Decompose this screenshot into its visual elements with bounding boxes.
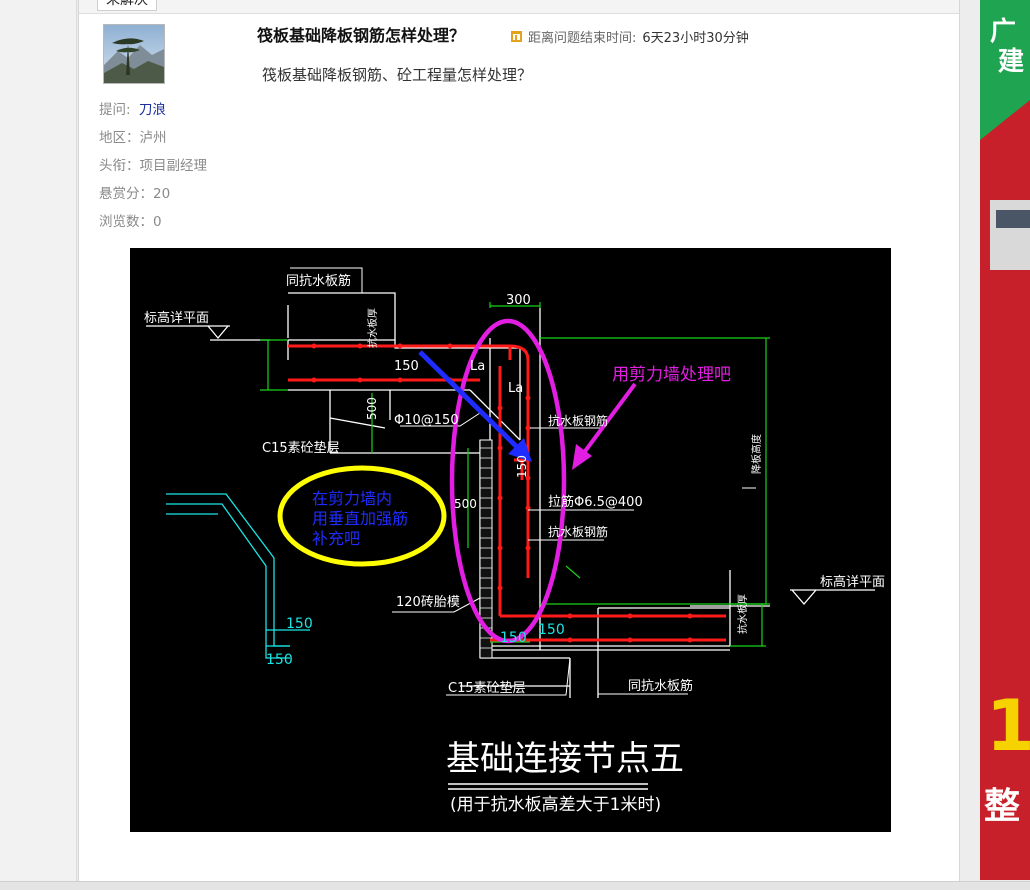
label-c15-bottom: C15素砼垫层: [448, 680, 526, 696]
region: 地区：泸州: [99, 130, 167, 146]
timer-value: 6天23小时30分钟: [642, 31, 749, 46]
user-title: 头衔：项目副经理: [99, 158, 207, 174]
ad-text-4: 整: [984, 786, 1020, 827]
side-advertisement[interactable]: 广 建 1 整: [980, 0, 1030, 880]
dim-150-c: 150: [286, 616, 313, 632]
hourglass-icon: [511, 31, 522, 42]
brick-wall: [479, 439, 493, 659]
ad-text-3: 1: [986, 685, 1030, 767]
asker-info: 提问: 刀浪 地区：泸州 头衔：项目副经理 悬赏分：20 浏览数：0: [99, 100, 207, 240]
blue-arrow-head: [508, 438, 532, 462]
avatar-image: [104, 25, 164, 83]
yellow-ellipse: [277, 465, 447, 567]
drawing-title: 基础连接节点五: [446, 739, 684, 779]
bounty: 悬赏分：20: [99, 186, 171, 202]
label-thick-left: 抗水板厚: [366, 308, 379, 348]
dim-500-b: 500: [454, 497, 477, 511]
rebar-dots: [311, 343, 693, 643]
label-same-plate-top: 同抗水板筋: [286, 273, 351, 289]
cyan-dimension-lines: [166, 493, 310, 659]
top-bar: 未解决: [79, 0, 959, 14]
asker-row: 提问: 刀浪: [99, 100, 207, 128]
label-tie: 拉筋Φ6.5@400: [548, 494, 643, 510]
highlight-ellipse: [449, 318, 567, 644]
asker-label: 提问:: [99, 102, 131, 118]
left-gutter: [0, 0, 77, 889]
label-la-2: La: [508, 381, 523, 396]
ad-graphic: 广 建 1 整: [980, 0, 1030, 880]
cyan-dimension-text: 150 150 150 150: [266, 616, 565, 668]
ad-text-2: 建: [998, 47, 1024, 77]
cad-drawing[interactable]: 同抗水板筋 标高详平面 抗水板厚 300 150 La La 500 Φ10@1…: [130, 248, 891, 832]
label-phi10: Φ10@150: [394, 413, 459, 428]
dim-150-b: 150: [515, 455, 529, 478]
bottom-bar: [0, 881, 1030, 890]
asker-link[interactable]: 刀浪: [138, 102, 166, 118]
dim-150-e: 150: [500, 630, 527, 646]
timer: 距离问题结束时间: 6天23小时30分钟: [511, 27, 749, 46]
annotation-inside-2: 用垂直加强筋: [312, 509, 408, 528]
annotation-inside-3: 补充吧: [312, 529, 360, 548]
label-elev-right: 标高详平面: [820, 574, 885, 590]
annotation-inside: 在剪力墙内 用垂直加强筋 补充吧: [312, 489, 408, 548]
magenta-arrow-head: [572, 444, 592, 470]
status-tab[interactable]: 未解决: [97, 0, 157, 11]
cad-drawing-svg: 同抗水板筋 标高详平面 抗水板厚 300 150 La La 500 Φ10@1…: [130, 248, 891, 832]
annotation-shear-wall: 用剪力墙处理吧: [612, 365, 731, 385]
ad-text-1: 广: [990, 17, 1016, 47]
label-elev-left: 标高详平面: [144, 310, 209, 326]
dim-150-d: 150: [266, 652, 293, 668]
label-anti-bar-1: 抗水板钢筋: [548, 413, 608, 428]
question-body: 筏板基础降板钢筋、砼工程量怎样处理？: [262, 66, 533, 84]
question-title: 筏板基础降板钢筋怎样处理？: [257, 26, 466, 45]
label-la-1: La: [470, 359, 485, 374]
blue-arrow-line: [418, 350, 520, 450]
label-same-plate-bottom: 同抗水板筋: [628, 678, 693, 694]
elevation-markers: [146, 325, 875, 605]
label-thick-right: 抗水板厚: [736, 594, 749, 634]
question-panel: 未解决 筏板基础降板钢筋怎样处理？ 距离问题结束时间: 6天23小时30分钟 筏…: [78, 0, 960, 889]
view-count: 浏览数：0: [99, 214, 162, 230]
timer-label: 距离问题结束时间:: [528, 31, 637, 46]
title-underline: [448, 783, 648, 790]
annotation-inside-1: 在剪力墙内: [312, 489, 392, 508]
dim-300: 300: [506, 293, 531, 308]
label-elev-diff: 降板高度: [750, 434, 763, 474]
leader-lines: [290, 267, 756, 696]
drawing-subtitle: (用于抗水板高差大于1米时): [450, 795, 661, 815]
magenta-arrow-line: [578, 382, 637, 460]
label-anti-bar-2: 抗水板钢筋: [548, 524, 608, 539]
dim-500-a: 500: [365, 397, 379, 420]
avatar[interactable]: [103, 24, 165, 84]
label-brick: 120砖胎模: [396, 595, 460, 610]
drawing-labels: 同抗水板筋 标高详平面 抗水板厚 300 150 La La 500 Φ10@1…: [144, 273, 885, 696]
dim-150-a: 150: [394, 359, 419, 374]
dim-150-f: 150: [538, 622, 565, 638]
label-c15-left: C15素砼垫层: [262, 440, 340, 456]
